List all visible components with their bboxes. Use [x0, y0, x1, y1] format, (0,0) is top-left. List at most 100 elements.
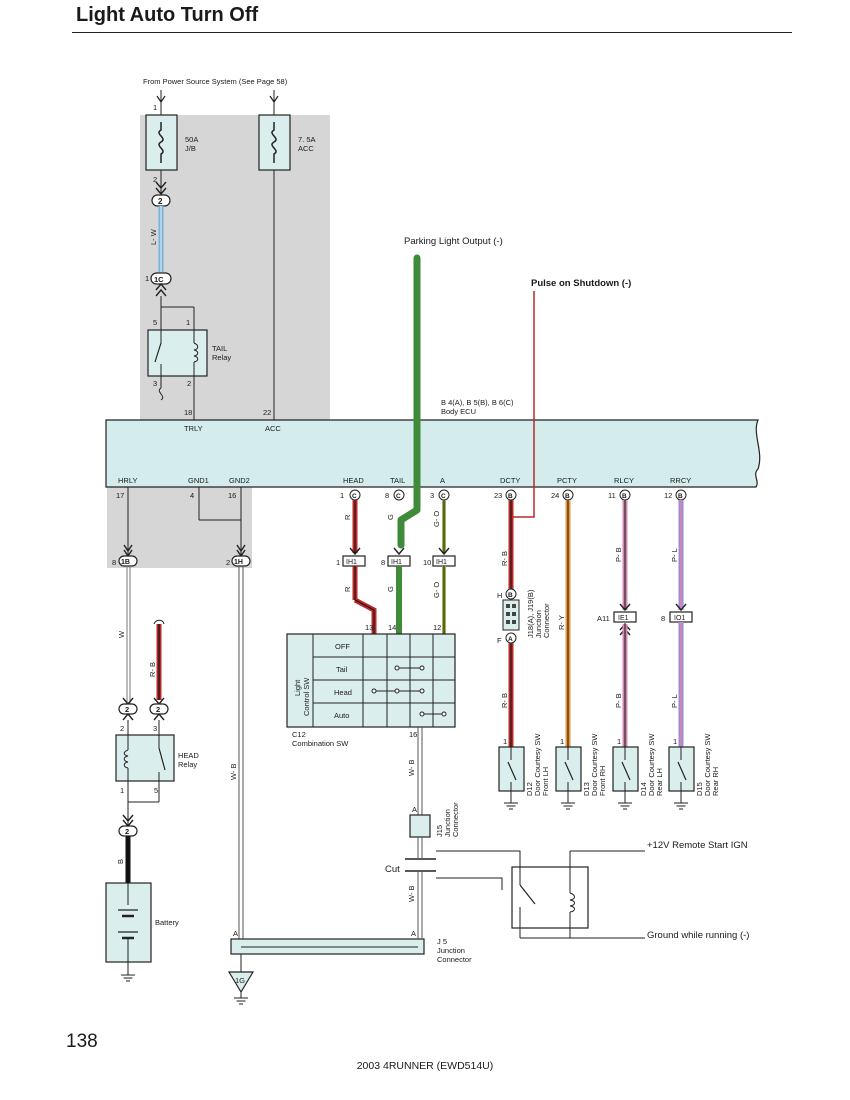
svg-text:C: C [396, 493, 401, 500]
svg-text:TRLY: TRLY [184, 424, 203, 433]
svg-text:J18(A), J19(B): J18(A), J19(B) [526, 589, 535, 638]
svg-text:HRLY: HRLY [118, 476, 137, 485]
door-switch-d14: 1 [612, 737, 639, 803]
svg-text:HEAD: HEAD [343, 476, 364, 485]
svg-text:L- W: L- W [149, 228, 158, 245]
svg-text:18: 18 [184, 408, 192, 417]
svg-text:Rear LH: Rear LH [655, 768, 664, 796]
svg-text:Front LH: Front LH [541, 767, 550, 796]
svg-text:TAIL: TAIL [212, 344, 227, 353]
svg-text:J/B: J/B [185, 144, 196, 153]
svg-text:W- B: W- B [229, 763, 238, 780]
svg-text:TAIL: TAIL [390, 476, 405, 485]
svg-text:D15: D15 [695, 782, 704, 796]
svg-text:8: 8 [661, 614, 665, 623]
svg-text:GND1: GND1 [188, 476, 209, 485]
connector-io1: IO1 [669, 611, 693, 623]
svg-text:A11: A11 [597, 614, 610, 623]
svg-text:Door Courtesy SW: Door Courtesy SW [590, 733, 599, 796]
svg-text:2: 2 [156, 705, 160, 714]
svg-text:3: 3 [430, 491, 434, 500]
svg-text:R: R [343, 514, 352, 520]
svg-text:H: H [497, 591, 502, 600]
svg-text:Front RH: Front RH [598, 766, 607, 796]
j5-junction-connector [230, 938, 425, 955]
svg-text:1B: 1B [121, 559, 130, 566]
svg-text:R: R [343, 586, 352, 592]
svg-text:Junction: Junction [437, 946, 465, 955]
svg-text:P- B: P- B [614, 547, 623, 562]
svg-text:GND2: GND2 [229, 476, 250, 485]
svg-text:2: 2 [125, 827, 129, 836]
svg-text:Junction: Junction [534, 610, 543, 638]
wire-parking-output [397, 254, 421, 549]
svg-text:5: 5 [154, 786, 158, 795]
svg-text:D12: D12 [525, 782, 534, 796]
svg-text:C: C [441, 493, 446, 500]
svg-text:W- B: W- B [407, 759, 416, 776]
wire-pulse-shutdown [513, 291, 535, 518]
svg-text:8: 8 [385, 491, 389, 500]
svg-text:IH1: IH1 [391, 559, 402, 566]
svg-text:Door Courtesy SW: Door Courtesy SW [703, 733, 712, 796]
svg-text:2: 2 [125, 705, 129, 714]
svg-text:23: 23 [494, 491, 502, 500]
svg-text:ACC: ACC [298, 144, 314, 153]
svg-text:J 5: J 5 [437, 937, 447, 946]
svg-text:IO1: IO1 [674, 615, 685, 622]
connector-ih1: IH1 IH1 IH1 [342, 555, 456, 567]
svg-text:Light: Light [293, 679, 302, 696]
svg-text:R- Y: R- Y [557, 615, 566, 630]
svg-text:W: W [117, 630, 126, 638]
svg-text:2: 2 [158, 197, 163, 206]
svg-text:R- B: R- B [500, 693, 509, 708]
svg-text:Cut: Cut [385, 864, 400, 875]
svg-text:1: 1 [186, 318, 190, 327]
svg-text:RLCY: RLCY [614, 476, 634, 485]
svg-text:Body ECU: Body ECU [441, 407, 476, 416]
svg-text:R- B: R- B [500, 551, 509, 566]
svg-text:10: 10 [423, 558, 431, 567]
svg-text:B: B [508, 592, 513, 599]
svg-text:P- B: P- B [614, 693, 623, 708]
svg-text:22: 22 [263, 408, 271, 417]
svg-text:G: G [386, 586, 395, 592]
svg-text:OFF: OFF [335, 642, 350, 651]
svg-text:W- B: W- B [407, 885, 416, 902]
svg-text:1: 1 [560, 737, 564, 746]
svg-text:Connector: Connector [437, 955, 472, 964]
svg-text:B: B [116, 859, 125, 864]
svg-text:F: F [497, 636, 502, 645]
door-switch-d13: 1 [555, 737, 582, 803]
svg-text:B 4(A), B 5(B), B 6(C): B 4(A), B 5(B), B 6(C) [441, 398, 514, 407]
svg-text:1: 1 [145, 274, 149, 283]
svg-text:Auto: Auto [334, 711, 349, 720]
svg-text:Relay: Relay [178, 760, 197, 769]
svg-text:A: A [411, 929, 416, 938]
svg-text:Rear RH: Rear RH [711, 767, 720, 796]
door-switch-d12: 1 [498, 737, 525, 803]
svg-text:A: A [412, 805, 417, 814]
svg-text:Head: Head [334, 688, 352, 697]
svg-text:2: 2 [226, 558, 230, 567]
svg-text:2: 2 [120, 724, 124, 733]
svg-text:Ground while running (-): Ground while running (-) [647, 930, 749, 941]
svg-text:Pulse on Shutdown (-): Pulse on Shutdown (-) [531, 278, 631, 289]
source-note: From Power Source System (See Page 58) [143, 77, 288, 86]
svg-text:G: G [386, 514, 395, 520]
svg-text:Door Courtesy SW: Door Courtesy SW [533, 733, 542, 796]
svg-text:IH1: IH1 [436, 559, 447, 566]
svg-text:1: 1 [617, 737, 621, 746]
svg-text:PCTY: PCTY [557, 476, 577, 485]
j15-junction-connector [409, 814, 431, 838]
combination-switch [286, 633, 456, 728]
svg-text:2: 2 [153, 175, 157, 184]
ecu-pin-labels: HRLY GND1 GND2 HEAD TAIL A DCTY PCTY RLC… [118, 476, 691, 485]
svg-text:12: 12 [433, 623, 441, 632]
svg-text:Combination SW: Combination SW [292, 739, 349, 748]
svg-text:8: 8 [112, 558, 116, 567]
svg-text:1G: 1G [235, 976, 245, 985]
svg-text:G- O: G- O [432, 582, 441, 598]
svg-text:12: 12 [664, 491, 672, 500]
page-number: 138 [66, 1031, 98, 1052]
